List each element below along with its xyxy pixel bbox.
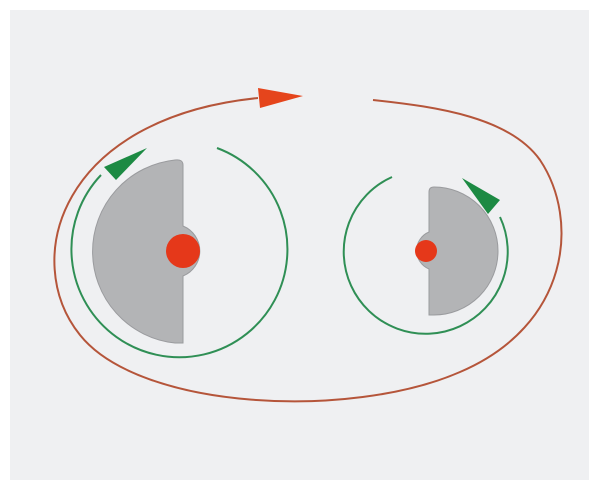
large-body-center [166, 234, 200, 268]
small-body-center [415, 240, 437, 262]
